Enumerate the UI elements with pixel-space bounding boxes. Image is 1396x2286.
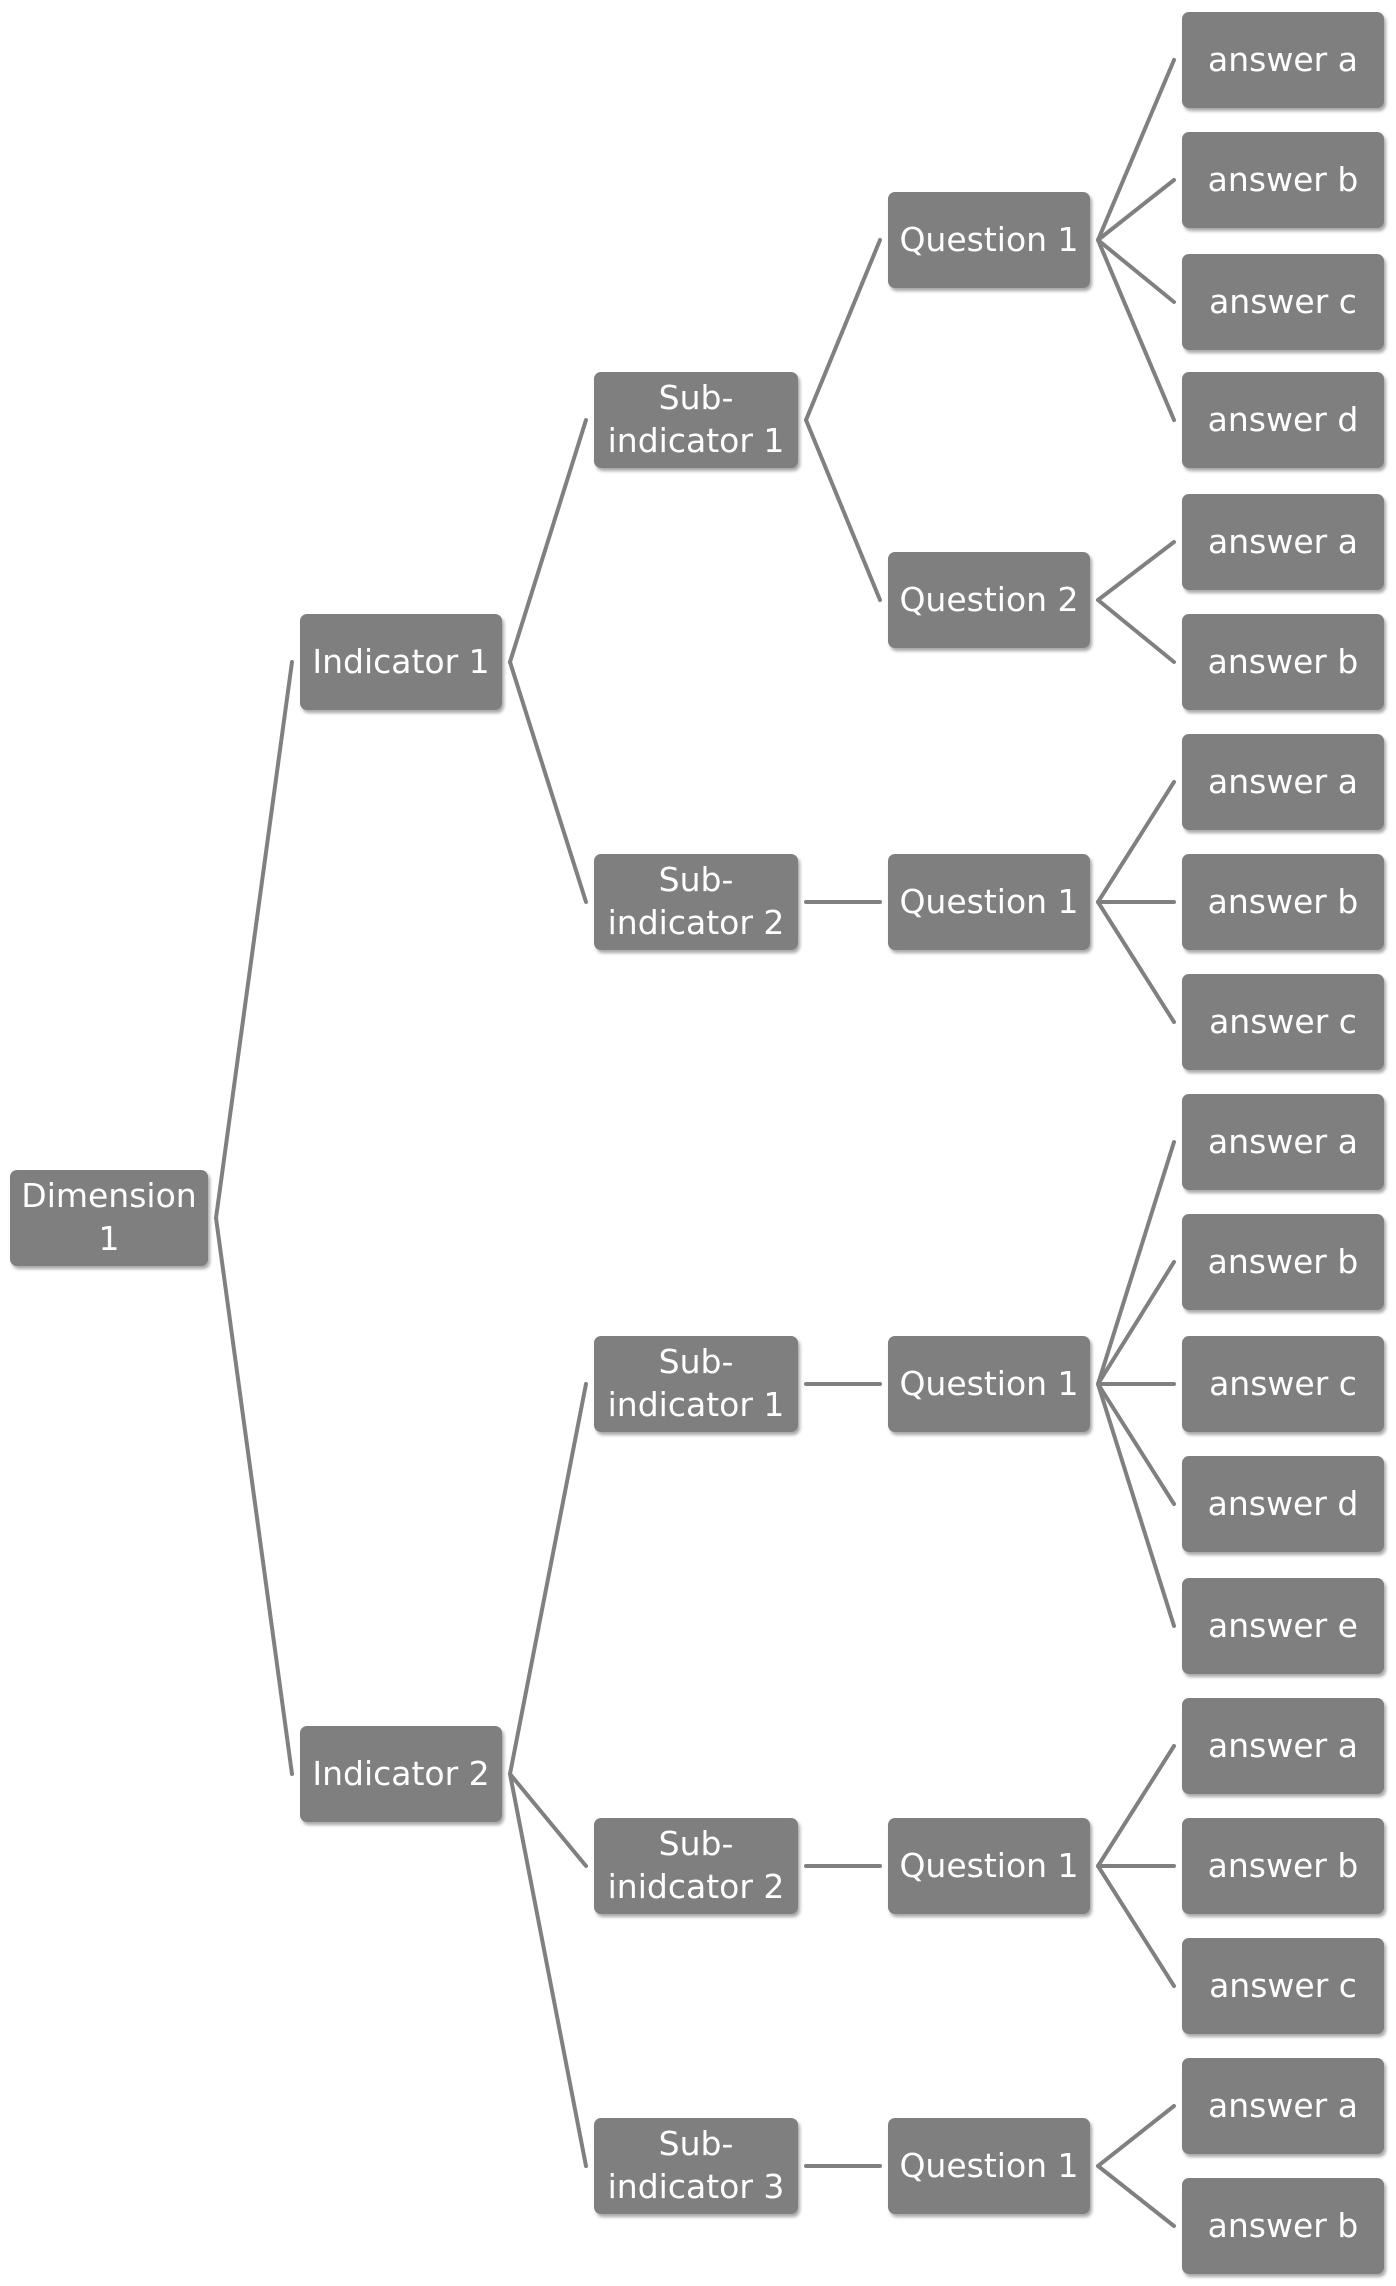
- node-question-1-1-1: Question 1: [888, 192, 1090, 288]
- node-question-2-3-1: Question 1: [888, 2118, 1090, 2214]
- node-answer: answer b: [1182, 132, 1384, 228]
- node-indicator-2-sub-indicator-1: Sub- indicator 1: [594, 1336, 798, 1432]
- node-answer: answer a: [1182, 1094, 1384, 1190]
- node-answer: answer c: [1182, 254, 1384, 350]
- connector-line: [804, 238, 882, 422]
- node-answer: answer a: [1182, 12, 1384, 108]
- connector-line: [1096, 598, 1176, 664]
- connector-line: [1096, 238, 1176, 422]
- connector-line: [1096, 1864, 1176, 1988]
- connector-line: [1096, 1382, 1176, 1628]
- connector-line: [1096, 900, 1176, 1024]
- connector-line: [508, 660, 588, 904]
- connector-line: [1096, 1744, 1176, 1868]
- connector-line: [1096, 178, 1176, 242]
- connector-line: [508, 1772, 588, 1868]
- node-answer: answer a: [1182, 1698, 1384, 1794]
- connector-line: [1096, 1382, 1176, 1506]
- node-question-2-1-1: Question 1: [888, 1336, 1090, 1432]
- node-indicator-1-sub-indicator-2: Sub- indicator 2: [594, 854, 798, 950]
- connector-line: [508, 418, 588, 664]
- node-question-2-2-1: Question 1: [888, 1818, 1090, 1914]
- node-answer: answer c: [1182, 974, 1384, 1070]
- connector-line: [508, 1382, 588, 1776]
- node-indicator-2-sub-indicator-2: Sub- inidcator 2: [594, 1818, 798, 1914]
- connector-line: [1096, 58, 1176, 242]
- connector-line: [1096, 2104, 1176, 2168]
- node-indicator-1-sub-indicator-1: Sub- indicator 1: [594, 372, 798, 468]
- node-answer: answer a: [1182, 494, 1384, 590]
- connector-line: [804, 418, 882, 602]
- connector-line: [508, 1772, 588, 2168]
- node-answer: answer b: [1182, 614, 1384, 710]
- node-dimension-1: Dimension 1: [10, 1170, 208, 1266]
- connector-line: [1096, 540, 1176, 602]
- connector-line: [1096, 238, 1176, 304]
- connector-line: [1096, 1260, 1176, 1386]
- node-answer: answer d: [1182, 372, 1384, 468]
- connector-line: [1096, 1140, 1176, 1386]
- node-answer: answer c: [1182, 1336, 1384, 1432]
- node-answer: answer a: [1182, 734, 1384, 830]
- node-answer: answer b: [1182, 1214, 1384, 1310]
- connector-line: [214, 1216, 294, 1776]
- node-indicator-1: Indicator 1: [300, 614, 502, 710]
- connector-line: [1096, 780, 1176, 904]
- node-indicator-2: Indicator 2: [300, 1726, 502, 1822]
- node-question-1-1-2: Question 2: [888, 552, 1090, 648]
- node-answer: answer b: [1182, 854, 1384, 950]
- node-answer: answer b: [1182, 1818, 1384, 1914]
- node-answer: answer b: [1182, 2178, 1384, 2274]
- node-answer: answer d: [1182, 1456, 1384, 1552]
- node-answer: answer c: [1182, 1938, 1384, 2034]
- node-answer: answer e: [1182, 1578, 1384, 1674]
- connector-line: [214, 660, 294, 1220]
- node-question-1-2-1: Question 1: [888, 854, 1090, 950]
- connector-line: [1096, 2164, 1176, 2228]
- node-indicator-2-sub-indicator-3: Sub- indicator 3: [594, 2118, 798, 2214]
- node-answer: answer a: [1182, 2058, 1384, 2154]
